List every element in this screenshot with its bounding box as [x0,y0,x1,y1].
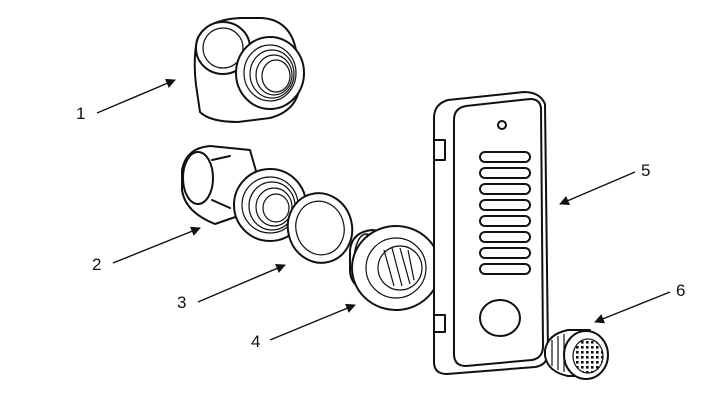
leader-4 [269,303,356,341]
cover-port-hole [479,299,521,337]
leader-lines [96,78,671,341]
leader-6 [594,291,671,324]
elbow-threads [249,49,295,99]
callout-labels: 1 2 3 4 5 6 [76,104,685,351]
leader-1 [96,78,176,114]
cover-vent-slots [479,151,531,275]
callout-5: 5 [641,161,650,180]
leader-2 [112,226,201,264]
callout-3: 3 [177,293,186,312]
callout-1: 1 [76,104,85,123]
part-3-gasket [286,192,354,264]
callout-6: 6 [676,281,685,300]
part-5-cover-plate [433,91,549,375]
part-6-strainer-insert [544,329,609,380]
part-1-elbow-fitting [193,17,305,123]
leader-3 [197,263,286,303]
leader-5 [559,171,636,206]
part-4-flange-fitting [349,225,441,311]
callout-2: 2 [92,255,101,274]
callout-4: 4 [251,332,260,351]
